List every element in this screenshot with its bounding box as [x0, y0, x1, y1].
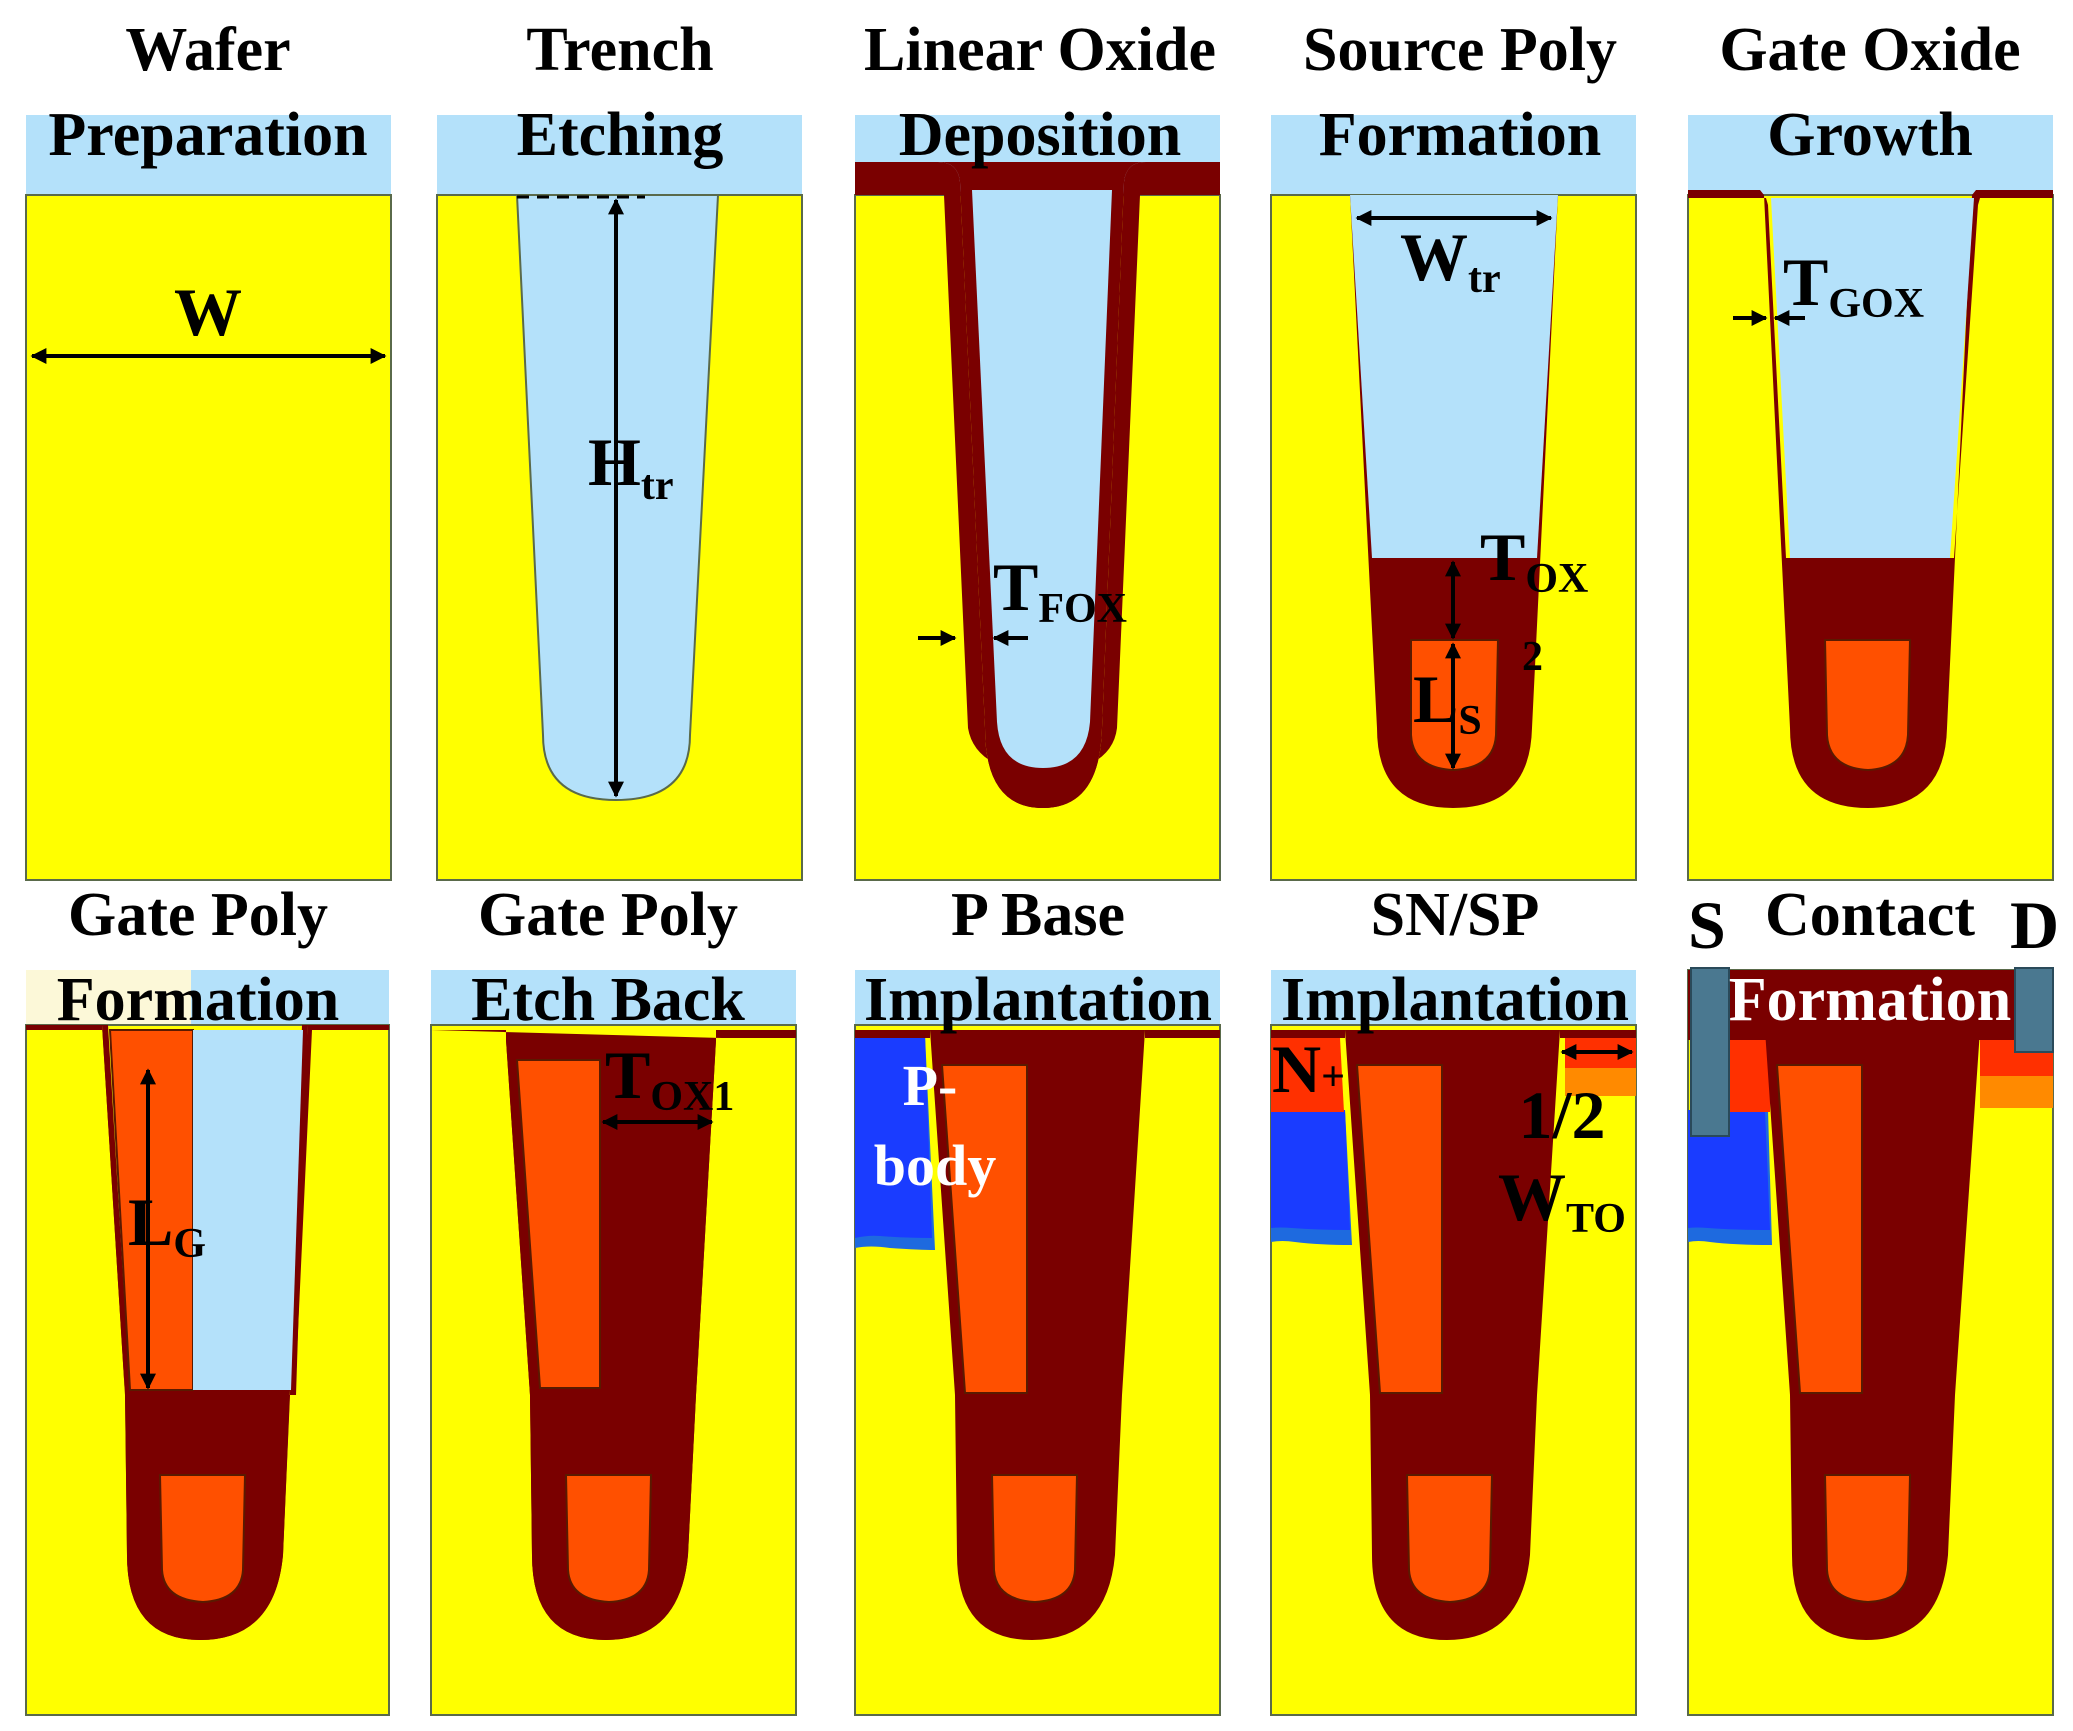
drain-contact [2014, 967, 2054, 1053]
panel-linear-oxide-deposition: TFOX Linear Oxide Deposition [854, 16, 1221, 881]
p-body-label-line2: body [874, 1133, 997, 1198]
panel-title-line1: Linear Oxide [864, 16, 1216, 84]
air-region [1688, 115, 2053, 195]
n-plus-source-region [1271, 1038, 1344, 1112]
p-body-region [1688, 1110, 1770, 1230]
panel-title-line1: Trench [526, 16, 713, 84]
source-poly [564, 1474, 653, 1604]
panel-title-line1: Contact [1765, 881, 1975, 949]
gate-poly [1355, 1064, 1443, 1394]
panel-title-line2: Deposition [899, 101, 1181, 169]
panel-wafer-preparation: W Wafer Preparation [25, 16, 392, 881]
tox1-label: TOX1 [605, 1037, 734, 1120]
tox2-subscript-2: 2 [1522, 634, 1543, 680]
panel-sn-sp-implantation: N+ 1/2 WTO SN/SP Implantation [1270, 881, 1637, 1716]
drain-label: D [2010, 887, 2059, 963]
tfox-label: TFOX [993, 549, 1127, 632]
air-region [437, 115, 802, 195]
open-trench-region [193, 1030, 303, 1390]
panel-title-line2: Growth [1767, 101, 1973, 169]
source-poly [990, 1474, 1079, 1604]
silicon-wafer [25, 194, 392, 881]
panel-title-line1: Gate Oxide [1719, 16, 2020, 84]
panel-title-line1: Gate Poly [478, 881, 738, 949]
air-region [1271, 970, 1636, 1025]
p-body-region [1271, 1110, 1350, 1230]
open-trench-above-oxide [1350, 195, 1558, 558]
panel-title-line2: Preparation [48, 101, 367, 169]
p-body-label-line1: P- [903, 1053, 958, 1118]
panel-trench-etching: Htr Trench Etching [436, 16, 803, 881]
panel-title-line2: Formation [1319, 101, 1601, 169]
surface-oxide-right [1560, 1030, 1636, 1038]
source-poly [1823, 639, 1912, 772]
gate-poly [1775, 1064, 1863, 1394]
panel-title-line1: Source Poly [1303, 16, 1617, 84]
panel-title-line1: SN/SP [1371, 881, 1540, 949]
trench-width-label: Wtr [1400, 219, 1501, 302]
panel-p-base-implantation: P- body P Base Implantation [854, 881, 1221, 1716]
panel-title-line2: Formation [57, 966, 339, 1034]
half-label: 1/2 [1519, 1077, 1606, 1153]
panel-title-line2: Etching [517, 101, 724, 169]
wafer-width-label: W [174, 274, 242, 350]
panel-title-line1: Gate Poly [68, 881, 328, 949]
panel-title-line2: Formation [1729, 966, 2011, 1034]
panel-title-line2: Implantation [1281, 966, 1629, 1034]
panel-title-line1: P Base [951, 881, 1125, 949]
sidewall-oxide-right [290, 1025, 308, 1395]
source-poly [158, 1474, 247, 1604]
tgox-label: TGOX [1783, 244, 1924, 327]
n-plus-source-region [1725, 1040, 1770, 1112]
source-label: S [1688, 887, 1726, 963]
gate-poly-cap [26, 970, 191, 1025]
p-body-region [855, 1035, 932, 1238]
panel-gate-poly-formation: LG Gate Poly Formation [25, 881, 390, 1716]
air-region [26, 115, 391, 195]
source-poly [1405, 1474, 1494, 1604]
open-trench-above-oxide [1771, 198, 1974, 558]
liner-oxide [855, 162, 1220, 808]
lined-trench-opening [972, 190, 1112, 768]
gate-poly-length-label: LG [128, 1184, 206, 1267]
surface-oxide-left [1271, 1030, 1345, 1038]
air-region [431, 970, 796, 1025]
top-dielectric [1688, 970, 2053, 1040]
gate-poly [515, 1059, 601, 1389]
panel-source-poly-formation: Wtr TOX 2 LS Source Poly Formation [1270, 16, 1637, 881]
gate-poly [940, 1064, 1028, 1394]
panel-gate-poly-etch-back: TOX1 Gate Poly Etch Back [430, 881, 797, 1716]
panel-title-line2: Implantation [864, 966, 1212, 1034]
air-region-top [855, 115, 1220, 162]
surface-oxide-right [1145, 1030, 1220, 1038]
source-contact [1690, 967, 1730, 1137]
panel-contact-formation: S D Contact Formation [1687, 881, 2059, 1716]
source-poly [1823, 1474, 1912, 1604]
air-region [855, 970, 1220, 1025]
panel-title-line1: Wafer [125, 16, 290, 84]
tox2-label: TOX [1480, 519, 1588, 602]
sidewall-oxide-left [102, 1025, 130, 1395]
air-region [1271, 115, 1636, 195]
panel-title-line2: Etch Back [471, 966, 745, 1034]
source-poly-length-label: LS [1413, 661, 1482, 744]
panel-gate-oxide-growth: TGOX Gate Oxide Growth [1687, 16, 2054, 881]
surface-oxide-left [855, 1030, 930, 1038]
wto-label: WTO [1498, 1159, 1626, 1242]
trench-depth-label: Htr [588, 424, 674, 509]
n-plus-label: N+ [1272, 1031, 1345, 1107]
